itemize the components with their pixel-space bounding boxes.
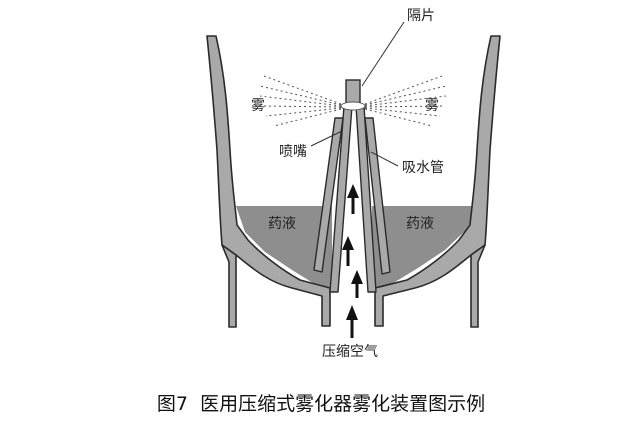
suction-tube-left — [313, 117, 344, 273]
leader-lines — [310, 21, 405, 167]
label-medicine-right: 药液 — [406, 216, 434, 232]
suction-tube-right — [364, 117, 391, 275]
leader-spacer — [361, 21, 405, 87]
label-mist-right: 雾 — [425, 98, 439, 114]
container-wall-right — [374, 35, 501, 327]
label-medicine-left: 药液 — [268, 216, 296, 232]
mist-spray-left — [259, 75, 342, 127]
flange-right — [470, 244, 486, 328]
label-compressed-air: 压缩空气 — [322, 344, 378, 360]
leader-nozzle — [310, 130, 343, 147]
air-arrow-3 — [351, 270, 363, 298]
air-flow-arrows — [342, 184, 363, 338]
label-suction-tube: 吸水管 — [402, 160, 444, 176]
figure-caption: 图7 医用压缩式雾化器雾化装置图示例 — [157, 393, 485, 415]
label-spacer: 隔片 — [407, 8, 435, 24]
leader-suction-tube — [370, 151, 399, 167]
mist-spray-right — [364, 75, 447, 127]
air-arrow-4 — [346, 305, 358, 338]
flange-left — [221, 244, 237, 328]
label-nozzle: 喷嘴 — [279, 144, 307, 160]
label-mist-left: 雾 — [251, 98, 265, 114]
air-arrow-1 — [347, 184, 359, 214]
container-wall-left — [206, 35, 331, 327]
medicine-liquid — [236, 206, 475, 290]
mist-origin — [340, 101, 366, 111]
air-arrow-2 — [342, 236, 354, 266]
